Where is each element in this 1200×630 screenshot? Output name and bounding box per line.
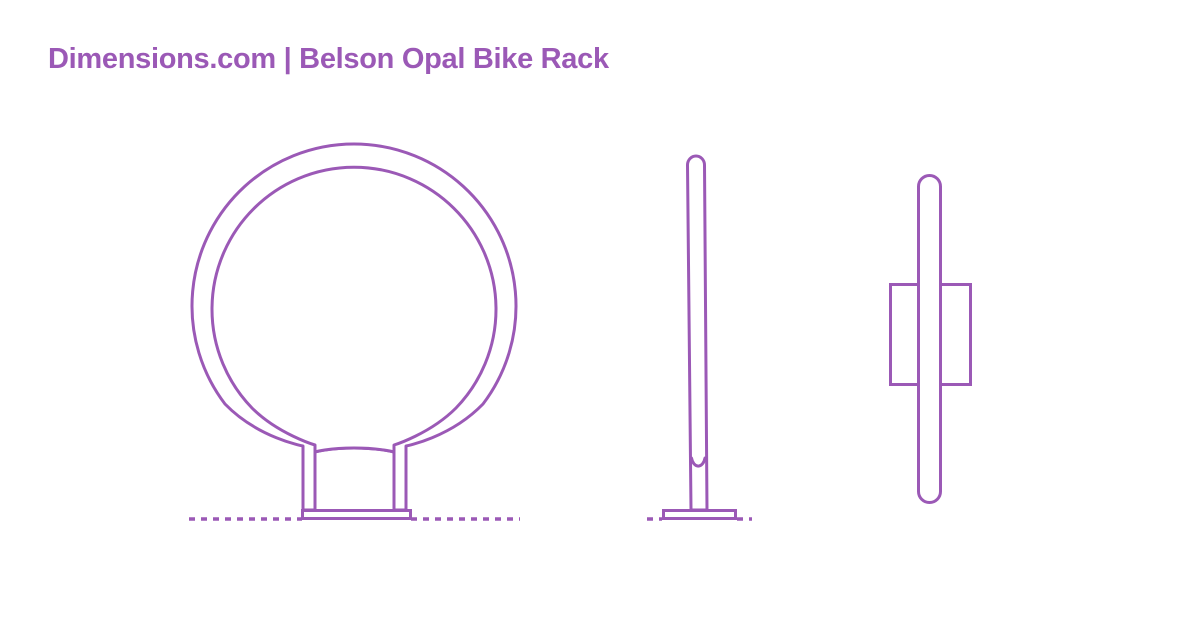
post-side-profile bbox=[686, 154, 709, 512]
view-top-plan bbox=[889, 174, 972, 504]
view-front-elevation bbox=[189, 142, 520, 521]
base-plate-front bbox=[301, 509, 412, 520]
base-plate-side bbox=[662, 509, 737, 520]
post-inner-bottom-arc bbox=[690, 456, 707, 468]
view-side-elevation bbox=[647, 154, 752, 521]
page-title-bar: Dimensions.com | Belson Opal Bike Rack bbox=[48, 38, 609, 80]
page-title: Dimensions.com | Belson Opal Bike Rack bbox=[48, 42, 609, 75]
hoop-capsule-plan bbox=[917, 174, 942, 504]
hoop-inner-outline bbox=[210, 165, 498, 454]
